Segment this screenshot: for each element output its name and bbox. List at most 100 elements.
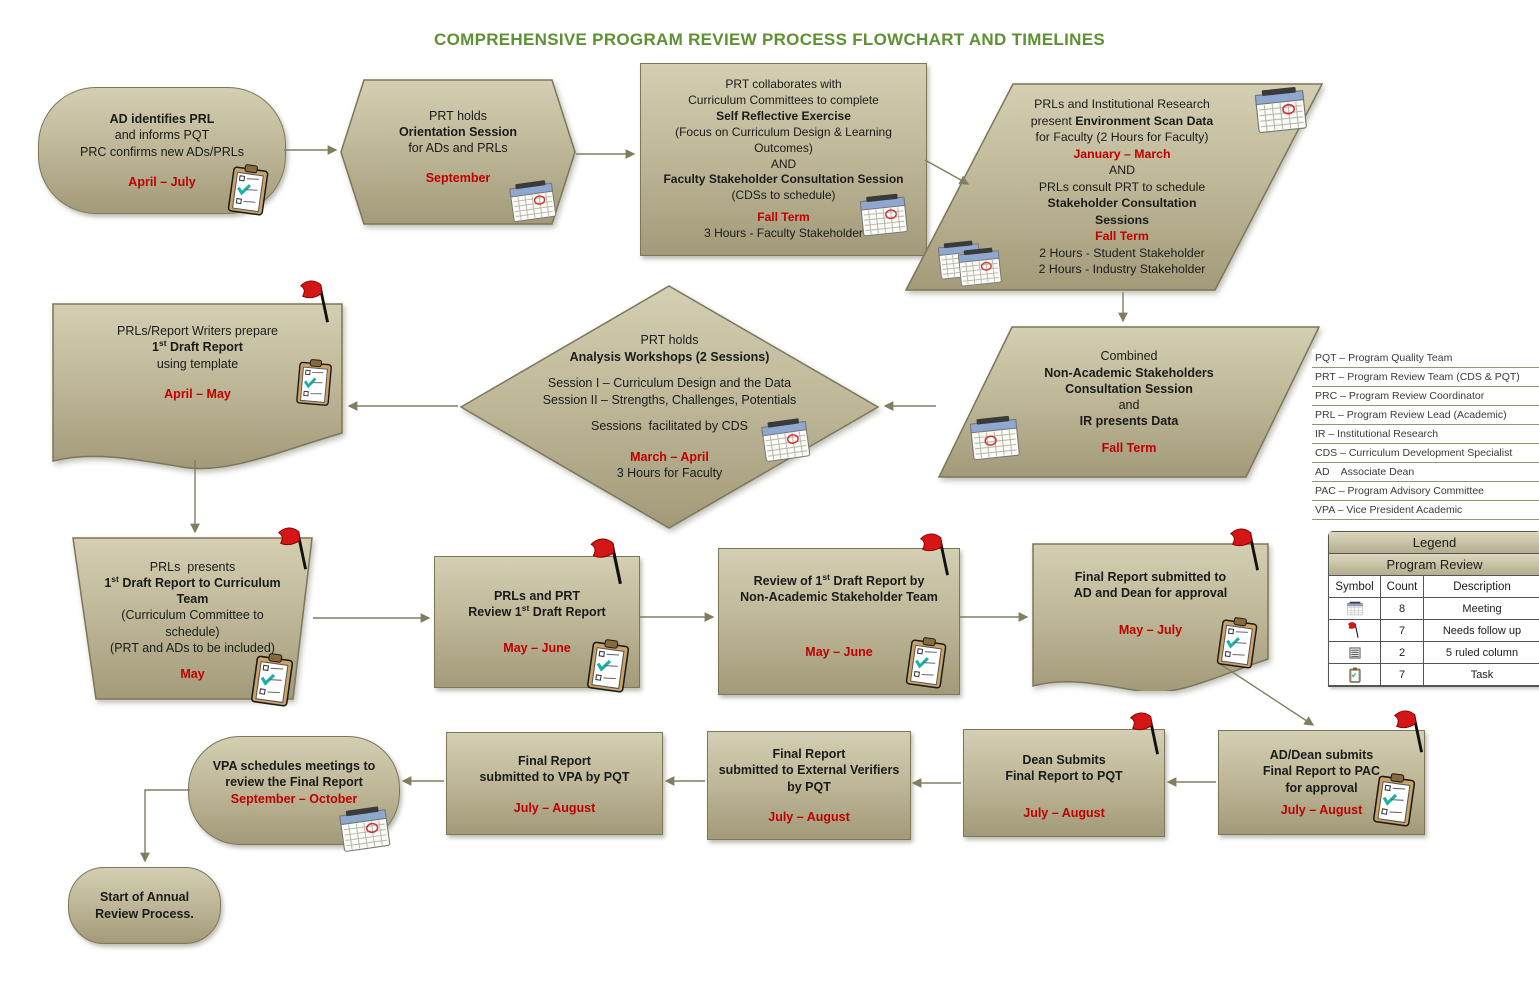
text-line: Combined xyxy=(1100,349,1158,364)
node-text: AD/Dean submits Final Report to PAC for … xyxy=(1219,731,1424,834)
text-line: submitted to External Verifiers xyxy=(718,763,900,778)
text-line: review the Final Report xyxy=(225,775,363,790)
date-line: September – October xyxy=(230,791,358,806)
text-line: Consultation Session xyxy=(1065,381,1193,396)
text-line: PRLs and Institutional Research xyxy=(1034,97,1210,112)
text-line: Session I – Curriculum Design and the Da… xyxy=(547,376,792,391)
text-line: Non-Academic Stakeholder Team xyxy=(740,590,938,605)
node-text: PRLs and PRT Review 1st Draft Report May… xyxy=(435,557,639,687)
follow-up-flag-icon xyxy=(1329,620,1381,642)
legend-count: 8 xyxy=(1381,598,1424,620)
legend-desc: Task xyxy=(1424,664,1539,686)
abbreviation-row: PRT – Program Review Team (CDS & PQT) xyxy=(1312,368,1539,387)
calendar-icon xyxy=(858,191,911,245)
text-line: Analysis Workshops (2 Sessions) xyxy=(569,349,770,364)
text-line: schedule) xyxy=(165,624,220,639)
text-line: (Focus on Curriculum Design & Learning xyxy=(675,124,892,139)
ruled-column-icon xyxy=(1329,642,1381,664)
abbreviation-row: PQT – Program Quality Team xyxy=(1312,349,1539,368)
node-text: Final Report submitted to External Verif… xyxy=(708,732,910,839)
abbreviation-row: PRC – Program Review Coordinator xyxy=(1312,387,1539,406)
text-line: for Faculty (2 Hours for Faculty) xyxy=(1035,130,1209,145)
document-shape xyxy=(52,303,343,470)
node-submit-vpa: Final Report submitted to VPA by PQT Jul… xyxy=(446,732,663,835)
date-line: April – July xyxy=(128,174,196,189)
node-ad-identifies-prl: AD identifies PRL and informs PQT PRC co… xyxy=(38,87,286,214)
date-line: Fall Term xyxy=(1095,229,1149,244)
node-text: Combined Non-Academic Stakeholders Consu… xyxy=(938,326,1320,478)
date-line: May – July xyxy=(1118,622,1183,637)
text-line: Outcomes) xyxy=(754,140,813,155)
text-line: VPA schedules meetings to xyxy=(212,759,376,774)
date-line: May xyxy=(180,667,205,682)
task-clipboard-icon xyxy=(1329,664,1381,686)
node-text: PRT holds Analysis Workshops (2 Sessions… xyxy=(460,285,879,529)
task-clipboard-icon xyxy=(293,356,335,412)
text-line: Sessions facilitated by CDS xyxy=(590,419,748,434)
abbreviation-row: VPA – Vice President Academic xyxy=(1312,501,1539,520)
node-draft-report: PRLs/Report Writers prepare 1st Draft Re… xyxy=(52,303,343,471)
text-line: Final Report to PQT xyxy=(1005,769,1123,784)
legend-desc: Needs follow up xyxy=(1424,620,1539,642)
node-text: Final Report submitted to AD and Dean fo… xyxy=(1032,543,1269,691)
node-environment-scan: PRLs and Institutional Research present … xyxy=(905,83,1323,291)
follow-up-flag-icon xyxy=(918,533,958,584)
text-line: and xyxy=(1118,398,1140,412)
date-line: September xyxy=(425,171,491,186)
legend-col-description: Description xyxy=(1424,576,1539,598)
node-text: PRT holds Orientation Session for ADs an… xyxy=(340,79,576,225)
text-line: Final Report submitted to xyxy=(1074,570,1227,584)
parallelogram-shape xyxy=(905,83,1323,291)
legend-count: 7 xyxy=(1381,664,1424,686)
node-dean-submits-pqt: Dean Submits Final Report to PQT July – … xyxy=(963,729,1165,837)
node-analysis-workshops: PRT holds Analysis Workshops (2 Sessions… xyxy=(460,285,879,529)
node-combined-stakeholders: Combined Non-Academic Stakeholders Consu… xyxy=(938,326,1320,478)
legend-subtitle: Program Review xyxy=(1329,554,1539,576)
text-line: for ADs and PRLs xyxy=(408,141,508,155)
node-text: PRLs and Institutional Research present … xyxy=(905,83,1323,291)
text-line: Review 1st Draft Report xyxy=(468,602,606,619)
date-line: July – August xyxy=(513,800,596,815)
task-clipboard-icon xyxy=(246,649,298,714)
text-line: (CDSs to schedule) xyxy=(731,188,836,203)
legend-col-count: Count xyxy=(1381,576,1424,598)
text-line: 2 Hours - Industry Stakeholder xyxy=(1038,262,1206,277)
text-line: Session II – Strengths, Challenges, Pote… xyxy=(542,392,797,407)
node-text: VPA schedules meetings to review the Fin… xyxy=(189,737,399,844)
legend-count: 2 xyxy=(1381,642,1424,664)
date-line: July – August xyxy=(1023,805,1105,820)
text-line: AND xyxy=(1109,163,1135,178)
abbreviation-list: PQT – Program Quality Team PRT – Program… xyxy=(1312,349,1539,520)
date-line: January – March xyxy=(1073,146,1171,161)
follow-up-flag-icon xyxy=(588,538,632,593)
legend-col-symbol: Symbol xyxy=(1329,576,1381,598)
legend-count: 7 xyxy=(1381,620,1424,642)
task-clipboard-icon xyxy=(1368,769,1420,834)
node-text: Review of 1st Draft Report by Non-Academ… xyxy=(719,549,959,694)
page-title: COMPREHENSIVE PROGRAM REVIEW PROCESS FLO… xyxy=(434,30,1105,49)
parallelogram-shape xyxy=(938,326,1320,478)
text-line: 1st Draft Report to Curriculum xyxy=(104,573,281,590)
text-line: for approval xyxy=(1285,780,1358,795)
calendar-icon xyxy=(967,413,1022,469)
calendar-icon xyxy=(1252,83,1309,141)
text-line: using template xyxy=(156,356,239,371)
calendar-icon xyxy=(956,245,1004,294)
legend-desc: 5 ruled column xyxy=(1424,642,1539,664)
calendar-icon xyxy=(507,177,559,230)
text-line: Review Process. xyxy=(95,906,194,921)
date-line: July – August xyxy=(1280,802,1363,817)
legend-title: Legend xyxy=(1329,532,1539,554)
abbreviation-row: PRL – Program Review Lead (Academic) xyxy=(1312,406,1539,425)
text-line: AD and Dean for approval xyxy=(1073,586,1228,601)
node-text: PRLs/Report Writers prepare 1st Draft Re… xyxy=(52,303,343,471)
text-line: (PRT and ADs to be included) xyxy=(110,640,275,655)
text-line: Sessions xyxy=(1095,212,1149,227)
text-line: PRT collaborates with xyxy=(725,77,842,92)
diamond-shape xyxy=(460,285,879,529)
text-line: present Environment Scan Data xyxy=(1030,113,1214,128)
node-presents-curriculum-team: PRLs presents 1st Draft Report to Curric… xyxy=(72,537,313,700)
follow-up-flag-icon xyxy=(1392,710,1432,761)
text-line: PRLs/Report Writers prepare xyxy=(117,324,278,338)
